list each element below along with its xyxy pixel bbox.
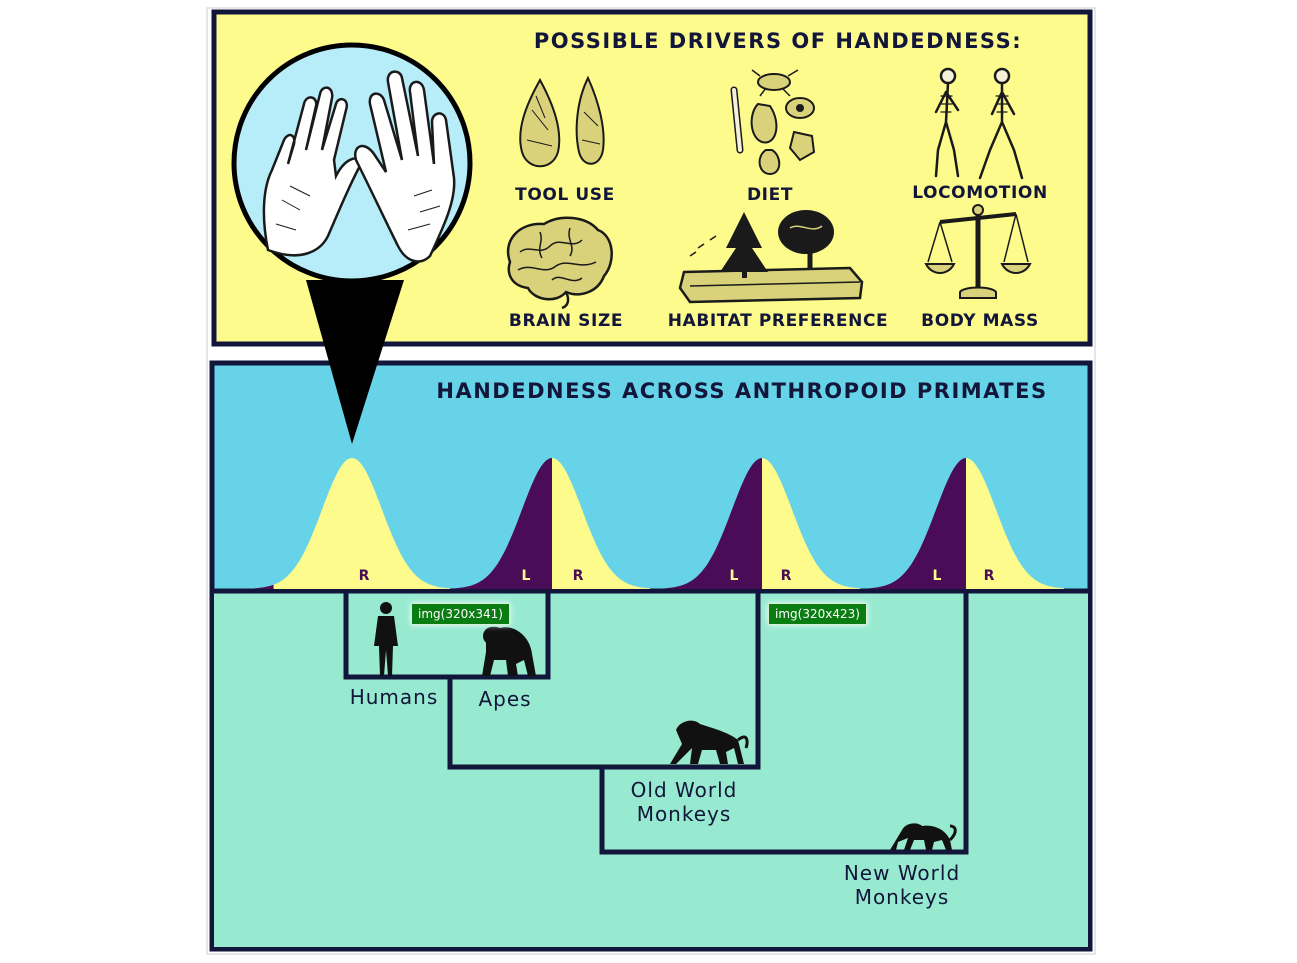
food-items-icon: [730, 69, 816, 176]
driver-locomotion-label: LOCOMOTION: [912, 183, 1048, 203]
left-label: L: [933, 568, 942, 584]
primates-title: HANDEDNESS ACROSS ANTHROPOID PRIMATES: [436, 379, 1047, 403]
phylogenetic-tree: [343, 591, 969, 855]
left-handed-area: [454, 458, 552, 589]
callout-pointer: [306, 280, 404, 444]
right-label: R: [359, 568, 370, 584]
stone-tools-icon: [519, 75, 605, 168]
driver-tool-use-label: TOOL USE: [515, 185, 615, 205]
left-label: L: [522, 568, 531, 584]
hands-icon: [231, 42, 473, 284]
driver-habitat-preference-label: HABITAT PREFERENCE: [668, 311, 889, 331]
baboon-silhouette-icon: [670, 720, 749, 764]
left-handed-area: [664, 458, 762, 589]
handedness-distribution-humans: [254, 458, 450, 589]
right-handed-area: [552, 458, 650, 589]
taxon-old-world-label-line2: Monkeys: [637, 802, 732, 826]
taxon-humans-label: Humans: [350, 685, 439, 709]
handedness-distribution-new-world-monkeys: [868, 458, 1064, 589]
taxon-old-world-label-line1: Old World: [631, 778, 738, 802]
left-handed-area: [868, 458, 966, 589]
driver-body-mass-label: BODY MASS: [921, 311, 1039, 331]
right-handed-area: [966, 458, 1064, 589]
handedness-distribution-apes: [454, 458, 650, 589]
balance-scale-icon: [924, 204, 1032, 299]
left-handed-area: [254, 584, 274, 589]
gorilla-silhouette-icon: [482, 626, 536, 676]
brain-icon: [507, 216, 613, 310]
taxon-apes-label: Apes: [478, 687, 531, 711]
right-handed-area: [762, 458, 860, 589]
driver-brain-size-label: BRAIN SIZE: [509, 311, 623, 331]
image-size-badge: img(320x423): [768, 603, 867, 625]
driver-diet-label: DIET: [747, 185, 793, 205]
trees-habitat-icon: [678, 210, 864, 304]
capuchin-silhouette-icon: [890, 823, 957, 850]
walking-skeletons-icon: [934, 67, 1024, 180]
right-label: R: [781, 568, 792, 584]
right-handed-area: [273, 458, 450, 589]
right-label: R: [984, 568, 995, 584]
right-label: R: [573, 568, 584, 584]
left-label: L: [308, 568, 317, 584]
left-label: L: [730, 568, 739, 584]
handedness-distribution-old-world-monkeys: [664, 458, 860, 589]
drivers-title: POSSIBLE DRIVERS OF HANDEDNESS:: [534, 29, 1022, 53]
image-size-badge: img(320x341): [411, 603, 510, 625]
human-silhouette-icon: [374, 602, 398, 676]
taxon-new-world-label-line1: New World: [844, 861, 960, 885]
taxon-new-world-label-line2: Monkeys: [855, 885, 950, 909]
